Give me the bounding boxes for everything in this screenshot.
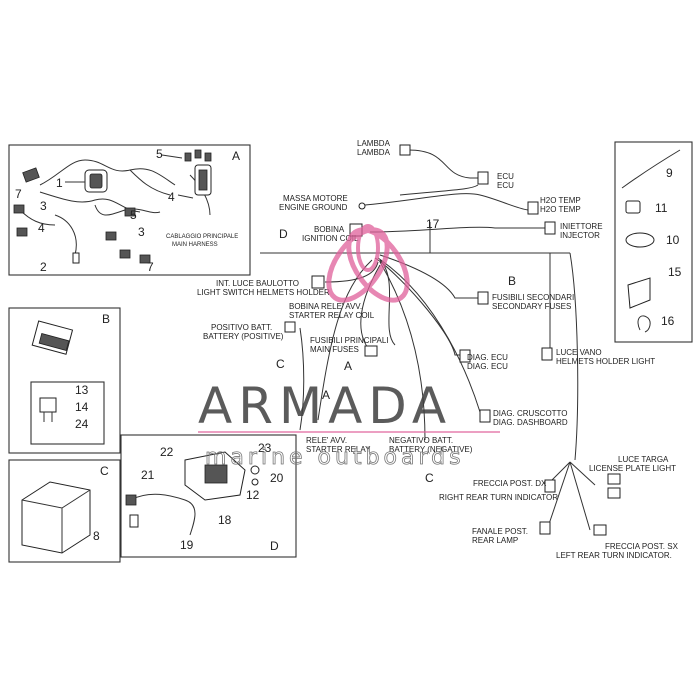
callout-1: 1 [56,176,63,190]
label-battery-positive-en: BATTERY (POSITIVE) [203,332,284,341]
callout-12: 12 [246,488,260,502]
box-relay: B 13 14 24 [8,307,121,454]
label-battery-negative-it: NEGATIVO BATT. [389,436,453,445]
label-ecu-en: ECU [497,181,514,190]
callout-7b: 7 [147,260,154,274]
callout-21: 21 [141,468,155,482]
label-left-indicator-en: LEFT REAR TURN INDICATOR. [556,551,672,560]
label-h2o-temp-it: H2O TEMP [540,196,581,205]
callout-9: 9 [666,166,673,180]
callout-20: 20 [270,471,284,485]
label-plate-light-it: LUCE TARGA [618,455,669,464]
callout-17: 17 [426,217,440,231]
callout-19: 19 [180,538,194,552]
callout-4b: 5 [130,208,137,222]
section-letter-b: B [508,274,516,288]
callout-18: 18 [218,513,232,527]
watermark-brand: ARMADA [198,377,452,435]
label-starter-coil-it: BOBINA RELE' AVV. [289,302,362,311]
box-b-letter: B [102,312,110,326]
schematic-labels: LAMBDA LAMBDA ECU ECU MASSA MOTORE ENGIN… [197,139,679,560]
callout-3a: 3 [40,199,47,213]
label-diag-dashboard-en: DIAG. DASHBOARD [493,418,568,427]
box-accessories: 9 11 10 15 16 [614,141,693,343]
label-secondary-fuses-it: FUSIBILI SECONDARI [492,293,574,302]
label-battery-negative-en: BATTERY (NEGATIVE) [389,445,473,454]
label-lambda-it: LAMBDA [357,139,391,148]
label-diag-dashboard-it: DIAG. CRUSCOTTO [493,409,568,418]
label-ignition-coil-en: IGNITION COIL [302,234,359,243]
label-diag-ecu-en: DIAG. ECU [467,362,508,371]
label-injector-it: INIETTORE [560,222,603,231]
callout-5: 4 [168,190,175,204]
label-main-fuses-en: MAIN FUSES [310,345,359,354]
box-battery: C 8 [8,459,121,563]
section-letter-c1: C [276,357,285,371]
label-ignition-coil-it: BOBINA [314,225,345,234]
label-main-fuses-it: FUSIBILI PRINCIPALI [310,336,389,345]
label-plate-light-en: LICENSE PLATE LIGHT [589,464,676,473]
label-secondary-fuses-en: SECONDARY FUSES [492,302,571,311]
callout-14: 14 [75,400,89,414]
watermark: ARMADA marine outboards [198,224,500,470]
callout-23: 23 [258,441,272,455]
box-c-letter: C [100,464,109,478]
label-diag-ecu-it: DIAG. ECU [467,353,508,362]
callout-16: 16 [661,314,675,328]
label-rear-lamp-en: REAR LAMP [472,536,518,545]
label-engine-ground-it: MASSA MOTORE [283,194,348,203]
label-starter-relay-it: RELE' AVV. [306,436,347,445]
callout-7a: 7 [15,187,22,201]
label-injector-en: INJECTOR [560,231,600,240]
label-helmet-light-it: LUCE VANO [556,348,602,357]
schematic-wires [260,144,621,536]
watermark-logo-icon [326,224,410,303]
label-battery-positive-it: POSITIVO BATT. [211,323,272,332]
label-helmet-switch-it: INT. LUCE BAULOTTO [216,279,299,288]
section-letter-d: D [279,227,288,241]
label-starter-relay-en: STARTER RELAY [306,445,371,454]
label-ecu-it: ECU [497,172,514,181]
label-helmet-switch-en: LIGHT SWITCH HELMETS HOLDER [197,288,330,297]
callout-10: 10 [666,233,680,247]
section-letter-a2: A [322,388,330,402]
label-lambda-en: LAMBDA [357,148,391,157]
label-helmet-light-en: HELMETS HOLDER LIGHT [556,357,655,366]
callout-22: 22 [160,445,174,459]
label-engine-ground-en: ENGINE GROUND [279,203,348,212]
callout-6: 5 [156,147,163,161]
label-h2o-temp-en: H2O TEMP [540,205,581,214]
harness-caption-it: CABLAGGIO PRINCIPALE [166,234,238,240]
label-right-indicator-en: RIGHT REAR TURN INDICATOR [439,493,558,502]
box-relay-assembly: D 22 23 21 20 12 18 19 [120,434,297,558]
callout-3b: 3 [138,225,145,239]
box-main-harness: A 5 4 1 7 3 4 2 5 3 7 CABL [8,144,251,276]
callout-8: 8 [93,529,100,543]
box-a-letter: A [232,149,240,163]
box-d-letter: D [270,539,279,553]
callout-13: 13 [75,383,89,397]
label-right-indicator-it: FRECCIA POST. DX [473,479,547,488]
label-left-indicator-it: FRECCIA POST. SX [605,542,679,551]
label-rear-lamp-it: FANALE POST. [472,527,528,536]
section-letter-c2: C [425,471,434,485]
callout-15: 15 [668,265,682,279]
section-letter-a1: A [344,359,352,373]
harness-caption-en: MAIN HARNESS [172,242,218,248]
callout-2: 2 [40,260,47,274]
callout-11: 11 [655,201,668,215]
callout-4a: 4 [38,221,45,235]
label-starter-coil-en: STARTER RELAY COIL [289,311,375,320]
callout-24: 24 [75,417,89,431]
watermark-subtitle: marine outboards [205,445,465,470]
